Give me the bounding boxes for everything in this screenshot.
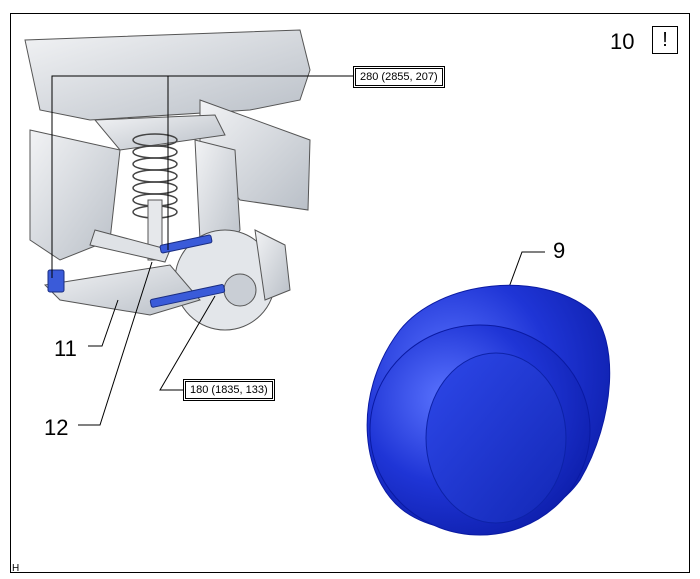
warning-icon: ! [652, 26, 678, 54]
upper-control-arm [93, 114, 226, 151]
leader-lines [51, 75, 545, 426]
leader-11 [88, 299, 119, 347]
brake-caliper [254, 229, 291, 301]
suspension-assembly-illustration [24, 29, 311, 331]
torque-spec-lower-text: 180 (1835, 133) [185, 381, 273, 399]
torque-spec-lower: 180 (1835, 133) [183, 379, 275, 401]
drive-shaft-boot [89, 229, 171, 263]
callout-10: 10 [610, 29, 635, 54]
leader-12 [78, 261, 153, 426]
highlighted-bolts [47, 234, 226, 308]
tire-face [425, 352, 567, 524]
frame-rail-upper [24, 29, 311, 121]
leader-torque-lower [159, 295, 216, 391]
bolt-shock-lower [159, 234, 213, 254]
callout-9: 9 [553, 238, 566, 263]
hub [223, 273, 257, 307]
lower-control-arm [43, 264, 201, 316]
callout-12: 12 [44, 415, 69, 440]
bolt-tie-rod [149, 284, 226, 308]
spare-tire [366, 284, 611, 536]
bolt-lower-arm [47, 269, 65, 293]
torque-spec-upper: 280 (2855, 207) [353, 66, 445, 88]
figure-corner-mark: H [12, 563, 20, 574]
torque-spec-upper-text: 280 (2855, 207) [355, 68, 443, 86]
leader-torque-upper [51, 75, 353, 278]
leader-9 [507, 251, 545, 291]
callout-11: 11 [54, 336, 77, 361]
